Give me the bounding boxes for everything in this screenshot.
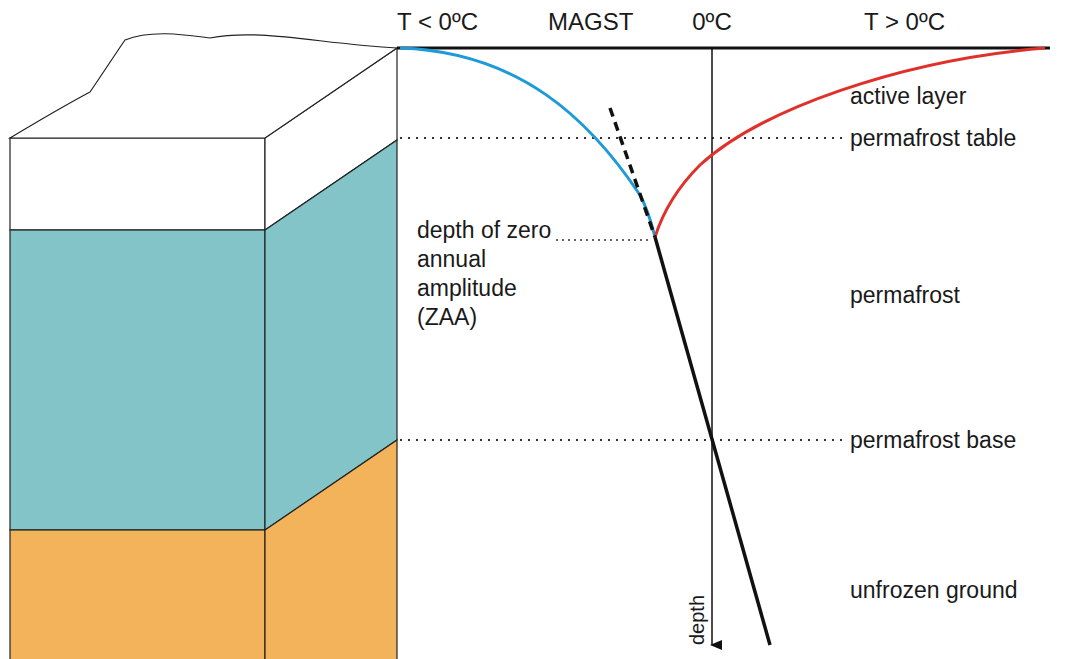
- zaa-leader: [556, 239, 652, 241]
- permafrost-base-line: [400, 439, 843, 441]
- horizon-label: permafrost base: [850, 426, 1016, 454]
- magst-line: [610, 108, 655, 237]
- max-temperature-curve: [655, 48, 1045, 237]
- temperature-label: T < 0ºC: [397, 8, 478, 36]
- ground-surface: [10, 34, 397, 138]
- horizon-label: permafrost table: [850, 124, 1016, 152]
- temperature-label: 0ºC: [692, 8, 731, 36]
- permafrost-front: [10, 230, 265, 530]
- zone-label: active layer: [850, 82, 966, 110]
- axis-label: MAGST: [548, 8, 633, 36]
- zone-label: unfrozen ground: [850, 576, 1018, 604]
- mean-temperature-line: [655, 237, 770, 645]
- zone-label: permafrost: [850, 281, 960, 309]
- zaa-label: depth of zero annual amplitude (ZAA): [417, 216, 567, 332]
- axis-title: depth: [686, 595, 708, 645]
- depth-axis: [711, 48, 713, 645]
- temperature-label: T > 0ºC: [864, 8, 945, 36]
- surface-line: [397, 47, 1050, 50]
- active-layer-front: [10, 138, 265, 230]
- min-temperature-curve: [400, 48, 655, 237]
- unfrozen-front: [10, 530, 265, 659]
- unfrozen-side: [265, 440, 397, 659]
